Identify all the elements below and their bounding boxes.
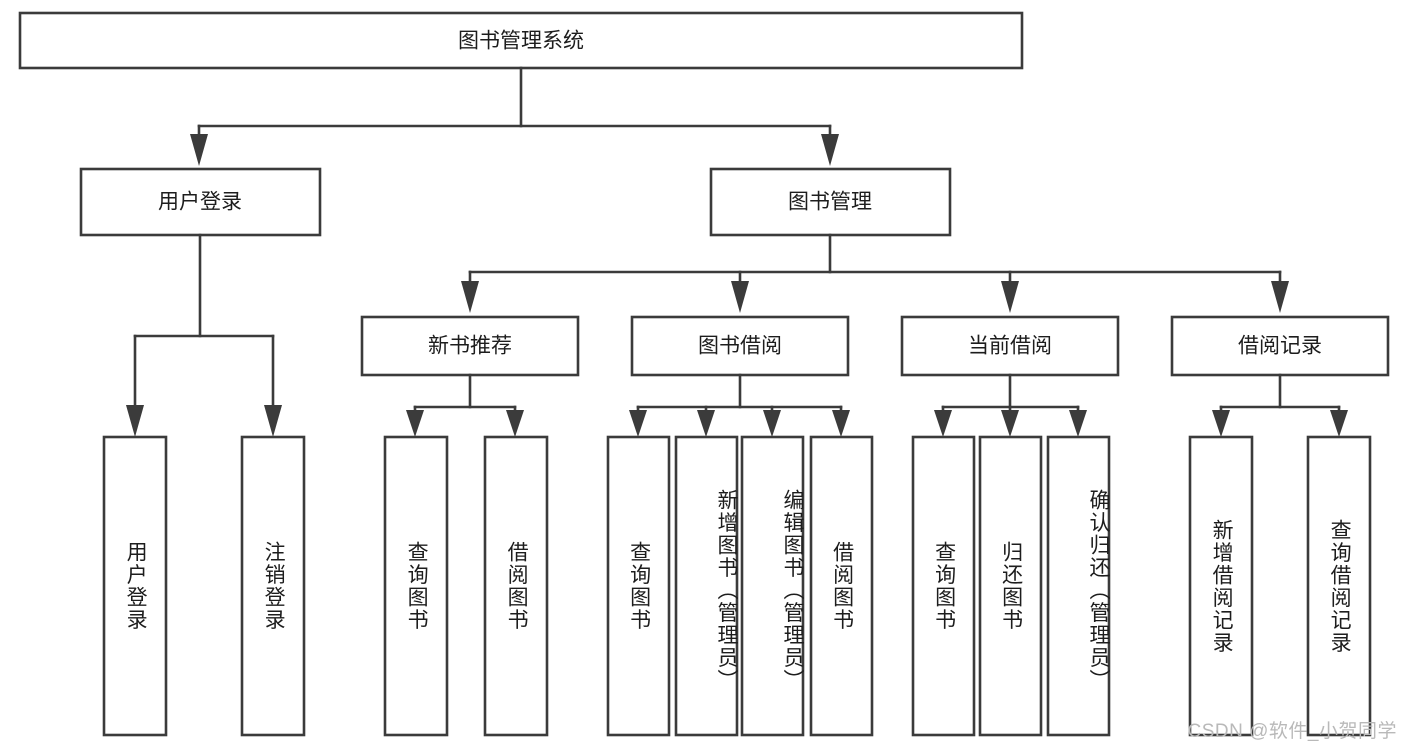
leaf-box-borrow-record-0[interactable] (1188, 435, 1254, 737)
arrow-head-icon (406, 410, 424, 437)
node-book-borrow-label: 图书借阅 (698, 335, 782, 358)
arrow-head-icon (190, 134, 208, 166)
arrow-head-icon (1001, 281, 1019, 313)
watermark-text: CSDN @软件_小贺同学 (1187, 721, 1397, 742)
arrow-head-icon (461, 281, 479, 313)
connector-borrow-record-to-leaves (1212, 373, 1348, 437)
connector-root-to-level1 (190, 66, 839, 166)
node-root-label: 图书管理系统 (458, 30, 584, 53)
node-book-manage[interactable]: 图书管理 (709, 167, 952, 237)
node-current-borrow-box[interactable] (900, 315, 1120, 377)
connector-book-manage-to-level2 (461, 233, 1289, 313)
arrow-head-icon (731, 281, 749, 313)
arrow-head-icon (821, 134, 839, 166)
arrow-head-icon (126, 405, 144, 437)
node-root-box[interactable] (18, 11, 1024, 70)
arrow-head-icon (697, 410, 715, 437)
leaf-box-current-borrow-2[interactable] (1046, 435, 1111, 737)
arrow-head-icon (832, 410, 850, 437)
connector-user-login-to-leaves (126, 233, 282, 437)
leaf-box-book-borrow-1[interactable] (674, 435, 739, 737)
arrow-head-icon (1212, 410, 1230, 437)
connector-new-book-recommend-to-leaves (406, 373, 524, 437)
node-borrow-record-label: 借阅记录 (1238, 335, 1322, 358)
leaf-box-user-login-1[interactable] (240, 435, 306, 737)
node-new-book-recommend-box[interactable] (360, 315, 580, 377)
node-user-login[interactable]: 用户登录 (79, 167, 322, 237)
arrow-head-icon (1001, 410, 1019, 437)
arrow-head-icon (264, 405, 282, 437)
leaf-box-book-borrow-3[interactable] (809, 435, 874, 737)
arrow-head-icon (934, 410, 952, 437)
node-book-borrow[interactable]: 图书借阅 (630, 315, 850, 377)
connector-current-borrow-to-leaves (934, 373, 1087, 437)
node-root[interactable]: 图书管理系统 (18, 11, 1024, 70)
leaf-box-user-login-0[interactable] (102, 435, 168, 737)
arrow-head-icon (1330, 410, 1348, 437)
arrow-head-icon (629, 410, 647, 437)
node-current-borrow[interactable]: 当前借阅 (900, 315, 1120, 377)
leaf-box-current-borrow-0[interactable] (911, 435, 976, 737)
leaf-box-current-borrow-1[interactable] (978, 435, 1043, 737)
node-user-login-box[interactable] (79, 167, 322, 237)
node-book-manage-label: 图书管理 (788, 191, 872, 214)
node-current-borrow-label: 当前借阅 (968, 335, 1052, 358)
leaf-box-book-borrow-0[interactable] (606, 435, 671, 737)
arrow-head-icon (1271, 281, 1289, 313)
leaf-box-new-book-recommend-0[interactable] (383, 435, 449, 737)
arrow-head-icon (506, 410, 524, 437)
node-user-login-label: 用户登录 (158, 191, 242, 214)
connector-book-borrow-to-leaves (629, 373, 850, 437)
node-new-book-recommend[interactable]: 新书推荐 (360, 315, 580, 377)
arrow-head-icon (763, 410, 781, 437)
leaf-box-new-book-recommend-1[interactable] (483, 435, 549, 737)
node-borrow-record[interactable]: 借阅记录 (1170, 315, 1390, 377)
leaf-box-borrow-record-1[interactable] (1306, 435, 1372, 737)
leaf-box-book-borrow-2[interactable] (740, 435, 805, 737)
arrow-head-icon (1069, 410, 1087, 437)
node-new-book-recommend-label: 新书推荐 (428, 335, 512, 358)
